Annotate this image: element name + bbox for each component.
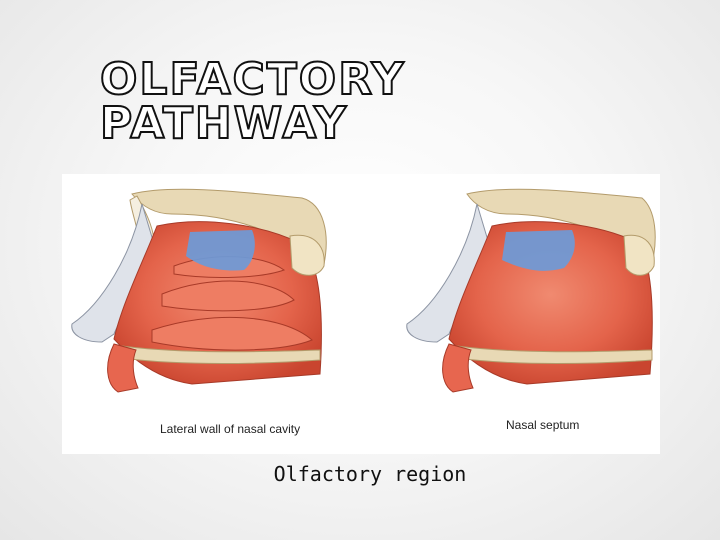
- panel-label-nasal-septum: Nasal septum: [506, 418, 580, 432]
- olfactory-region-highlight-right: [502, 230, 575, 271]
- septum-mucosa: [448, 221, 653, 385]
- nasal-cavity-figure: Lateral wall of nasal cavity Nasal septu…: [62, 174, 660, 454]
- hard-palate: [121, 345, 321, 364]
- upper-lip: [107, 343, 139, 393]
- figure-caption: Olfactory region: [273, 462, 467, 486]
- slide-title: OLFACTORY PATHWAY: [99, 54, 406, 149]
- nasal-septum-panel: [406, 188, 656, 393]
- olfactory-region-highlight: [186, 230, 255, 271]
- sphenoid-sinus-right: [623, 234, 655, 276]
- middle-concha: [161, 280, 295, 312]
- inferior-concha: [151, 316, 313, 351]
- lateral-wall-panel: [71, 188, 327, 393]
- upper-lip-right: [442, 343, 474, 393]
- panel-label-lateral-wall: Lateral wall of nasal cavity: [160, 422, 301, 436]
- nasal-cavity-illustration: [71, 188, 656, 393]
- sphenoid-sinus: [289, 234, 325, 276]
- hard-palate-right: [456, 345, 653, 364]
